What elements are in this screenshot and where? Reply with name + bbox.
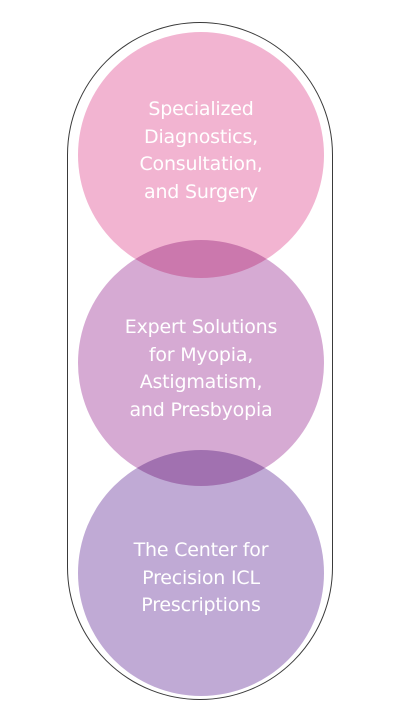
- label-line: Consultation,: [139, 153, 263, 175]
- label-line: Expert Solutions: [124, 316, 278, 338]
- label-icl-center: The Center for Precision ICL Prescriptio…: [78, 537, 324, 620]
- capsule-outline: [67, 22, 333, 700]
- label-line: Prescriptions: [141, 594, 261, 616]
- circle-expert-solutions: [78, 240, 324, 486]
- label-diagnostics: Specialized Diagnostics, Consultation, a…: [78, 96, 324, 206]
- label-line: Astigmatism,: [139, 371, 263, 393]
- label-line: Specialized: [148, 98, 254, 120]
- circle-diagnostics: [78, 32, 324, 278]
- label-line: Precision ICL: [142, 566, 260, 589]
- label-line: for Myopia,: [148, 343, 254, 366]
- label-line: and Presbyopia: [129, 398, 273, 421]
- label-expert-solutions: Expert Solutions for Myopia, Astigmatism…: [78, 314, 324, 424]
- label-line: Diagnostics,: [144, 125, 258, 148]
- label-line: and Surgery: [144, 180, 258, 203]
- circle-icl-center: [78, 450, 324, 696]
- label-line: The Center for: [133, 539, 269, 561]
